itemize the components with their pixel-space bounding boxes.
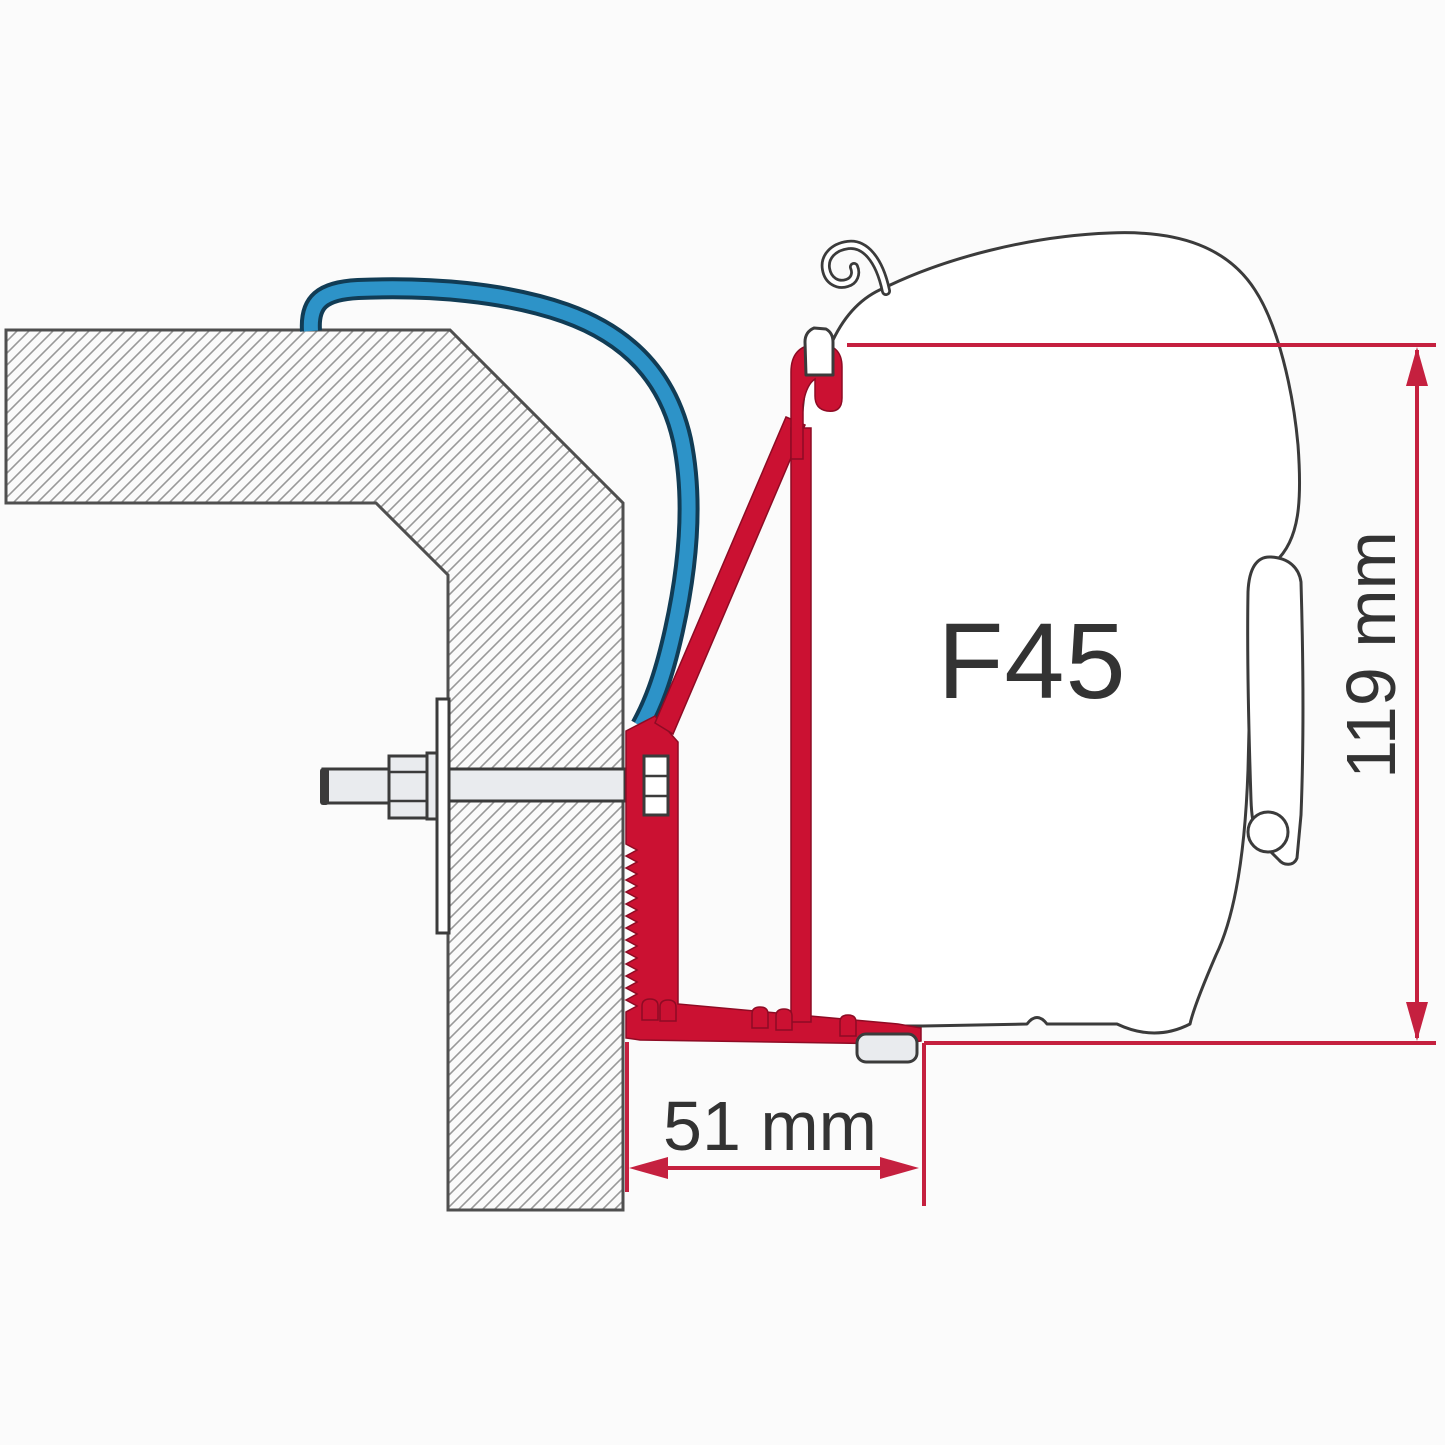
flange-nub xyxy=(775,1008,793,1031)
height-dimension-label: 119 mm xyxy=(1332,531,1410,779)
arrow-left-icon xyxy=(629,1157,668,1179)
channel-nut-facets xyxy=(644,774,668,798)
bolt-thread-tip xyxy=(321,767,391,805)
channel-nut xyxy=(642,754,670,817)
case-hook-curl xyxy=(820,239,891,296)
flange-nub xyxy=(839,1014,857,1037)
product-label: F45 xyxy=(937,600,1126,721)
awning-case-body xyxy=(798,231,1302,1035)
flange-nub xyxy=(659,999,677,1022)
awning-case xyxy=(798,231,1305,1035)
backing-plate xyxy=(435,697,451,935)
wall-cross-section xyxy=(4,328,625,1212)
case-support-foot xyxy=(855,1032,919,1064)
flange-nub xyxy=(751,1006,769,1029)
arrow-down-icon xyxy=(1406,1002,1428,1041)
bolt-shaft xyxy=(445,767,627,803)
case-attachment-tab xyxy=(803,326,835,377)
mounting-bolt xyxy=(320,697,627,935)
adapter-bracket xyxy=(624,343,922,1045)
awning-lead-rail xyxy=(1246,555,1305,866)
flange-nub xyxy=(641,998,659,1021)
arrow-right-icon xyxy=(880,1157,919,1179)
lead-rail-notch xyxy=(1246,810,1290,854)
bolt-nut xyxy=(387,754,429,820)
bolt-nut-facets xyxy=(389,770,427,803)
dimension-51mm xyxy=(625,1042,926,1206)
bracket-web xyxy=(790,427,812,1023)
rain-guard-pipe xyxy=(299,277,700,732)
width-dimension-label: 51 mm xyxy=(663,1087,877,1165)
arrow-up-icon xyxy=(1406,347,1428,386)
dimension-119mm xyxy=(847,343,1436,1045)
bolt-end-cap xyxy=(320,768,329,805)
